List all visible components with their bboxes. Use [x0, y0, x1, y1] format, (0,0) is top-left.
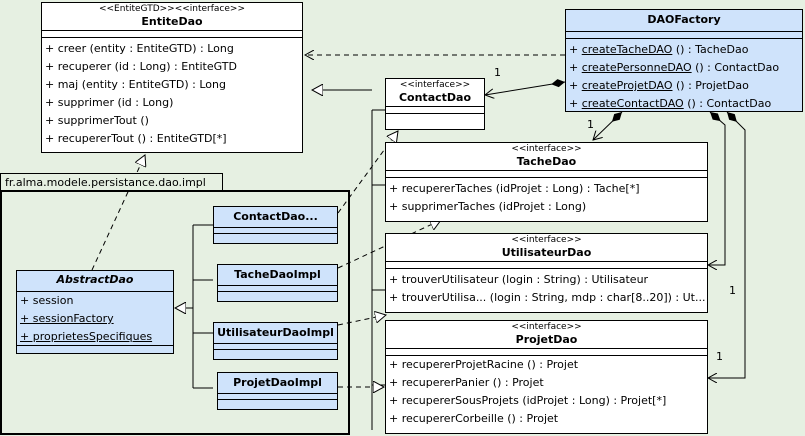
operation-signature: () : ContactDao: [691, 61, 780, 74]
association-line: [593, 111, 623, 140]
tache-dao-interface[interactable]: <<interface>> TacheDao + recupererTaches…: [385, 142, 708, 222]
impl-title: UtilisateurDaoImpl: [214, 323, 337, 344]
impl-title: TacheDaoImpl: [218, 265, 337, 286]
projet-dao-impl-class[interactable]: ProjetDaoImpl: [217, 372, 338, 410]
operation: + supprimer (id : Long): [45, 96, 174, 109]
attributes-compartment: [214, 344, 337, 350]
projet-dao-stereotype: <<interface>>: [511, 322, 582, 332]
association-line: [708, 111, 746, 378]
entite-dao-stereotype: <<EntiteGTD>><<interface>>: [98, 4, 246, 14]
operation: + recupererPanier () : Projet: [389, 376, 544, 389]
attributes-compartment: [214, 228, 337, 234]
operation: + recupererTaches (idProjet : Long) : Ta…: [389, 182, 640, 195]
operation-name: createContactDAO: [581, 97, 684, 110]
operation: + recupererCorbeille () : Projet: [389, 412, 559, 425]
attributes-compartment: [42, 31, 302, 38]
multiplicity-label: 1: [716, 350, 723, 363]
operation: + maj (entity : EntiteGTD) : Long: [45, 78, 226, 91]
operation: + supprimerTaches (idProjet : Long): [389, 200, 587, 213]
operation-signature: () : TacheDao: [672, 43, 749, 56]
realization-line: [91, 155, 145, 271]
multiplicity-label: 1: [729, 284, 736, 297]
operation: + recupererSousProjets (idProjet : Long)…: [389, 394, 667, 407]
impl-realization-line: [337, 315, 386, 326]
attributes-compartment: + session + sessionFactory + proprietesS…: [17, 292, 173, 348]
contact-dao-interface[interactable]: <<interface>> ContactDao: [385, 78, 485, 130]
factory-operation: + createContactDAO () : ContactDao: [569, 97, 772, 110]
operation: + recupererTout () : EntiteGTD[*]: [45, 132, 227, 145]
abstract-dao-class[interactable]: AbstractDao + session + sessionFactory +…: [16, 270, 174, 354]
operation: + recuperer (id : Long) : EntiteGTD: [45, 60, 237, 73]
operation-signature: () : ProjetDao: [672, 79, 749, 92]
attributes-compartment: [386, 107, 484, 114]
operations-compartment: [17, 345, 173, 346]
operations-compartment: + createTacheDAO () : TacheDao + createP…: [566, 39, 802, 115]
operations-compartment: + trouverUtilisateur (login : String) : …: [386, 269, 707, 309]
entite-dao-class[interactable]: <<EntiteGTD>><<interface>> EntiteDao + c…: [41, 2, 303, 153]
impl-generalization-line: [175, 224, 213, 389]
operation: + recupererProjetRacine () : Projet: [389, 358, 579, 371]
operations-compartment: + recupererTaches (idProjet : Long) : Ta…: [386, 178, 707, 218]
contact-dao-stereotype: <<interface>>: [399, 80, 471, 90]
utilisateur-dao-stereotype: <<interface>>: [511, 235, 582, 245]
factory-operation: + createTacheDAO () : TacheDao: [569, 43, 749, 56]
multiplicity-label: 1: [587, 118, 594, 131]
abstract-dao-title: AbstractDao: [17, 271, 173, 292]
attributes-compartment: [386, 171, 707, 178]
dao-factory-title: DAOFactory: [566, 10, 802, 32]
operation: + supprimerTout (): [45, 114, 149, 127]
operation: + trouverUtilisa... (login : String, mdp…: [389, 291, 706, 304]
operations-compartment: + creer (entity : EntiteGTD) : Long + re…: [42, 38, 302, 150]
operation: + creer (entity : EntiteGTD) : Long: [45, 42, 234, 55]
operation-name: createTacheDAO: [581, 43, 673, 56]
operation-name: createPersonneDAO: [581, 61, 692, 74]
attributes-compartment: [218, 286, 337, 292]
association-line: [708, 111, 726, 265]
impl-title: ProjetDaoImpl: [218, 373, 337, 394]
utilisateur-dao-impl-class[interactable]: UtilisateurDaoImpl: [213, 322, 338, 360]
attributes-compartment: [386, 262, 707, 269]
attributes-compartment: [566, 32, 802, 39]
multiplicity-label: 1: [494, 66, 501, 79]
tache-dao-stereotype: <<interface>>: [511, 144, 582, 154]
generalization-line: [312, 90, 385, 430]
operation: + trouverUtilisateur (login : String) : …: [389, 273, 649, 286]
contact-dao-title: ContactDao: [386, 91, 484, 107]
impl-title: ContactDao...: [214, 207, 337, 228]
attribute: + sessionFactory: [20, 312, 114, 325]
projet-dao-title: ProjetDao: [386, 333, 707, 349]
dao-factory-class[interactable]: DAOFactory + createTacheDAO () : TacheDa…: [565, 9, 803, 112]
utilisateur-dao-interface[interactable]: <<interface>> UtilisateurDao + trouverUt…: [385, 233, 708, 313]
entite-dao-title: EntiteDao: [42, 15, 302, 31]
operation-name: createProjetDAO: [581, 79, 673, 92]
package-frame: [0, 190, 350, 435]
contact-dao-impl-class[interactable]: ContactDao...: [213, 206, 338, 244]
attributes-compartment: [386, 349, 707, 356]
tache-dao-title: TacheDao: [386, 155, 707, 171]
factory-operation: + createPersonneDAO () : ContactDao: [569, 61, 780, 74]
package-tab: fr.alma.modele.persistance.dao.impl: [0, 173, 223, 191]
utilisateur-dao-title: UtilisateurDao: [386, 246, 707, 262]
operations-compartment: + recupererProjetRacine () : Projet + re…: [386, 356, 707, 430]
attributes-compartment: [218, 394, 337, 400]
attribute: + session: [20, 294, 74, 307]
factory-operation: + createProjetDAO () : ProjetDao: [569, 79, 749, 92]
operation-signature: () : ContactDao: [683, 97, 772, 110]
projet-dao-interface[interactable]: <<interface>> ProjetDao + recupererProje…: [385, 320, 708, 434]
attribute: + proprietesSpecifiques: [20, 330, 153, 343]
tache-dao-impl-class[interactable]: TacheDaoImpl: [217, 264, 338, 302]
association-line: [485, 82, 566, 95]
